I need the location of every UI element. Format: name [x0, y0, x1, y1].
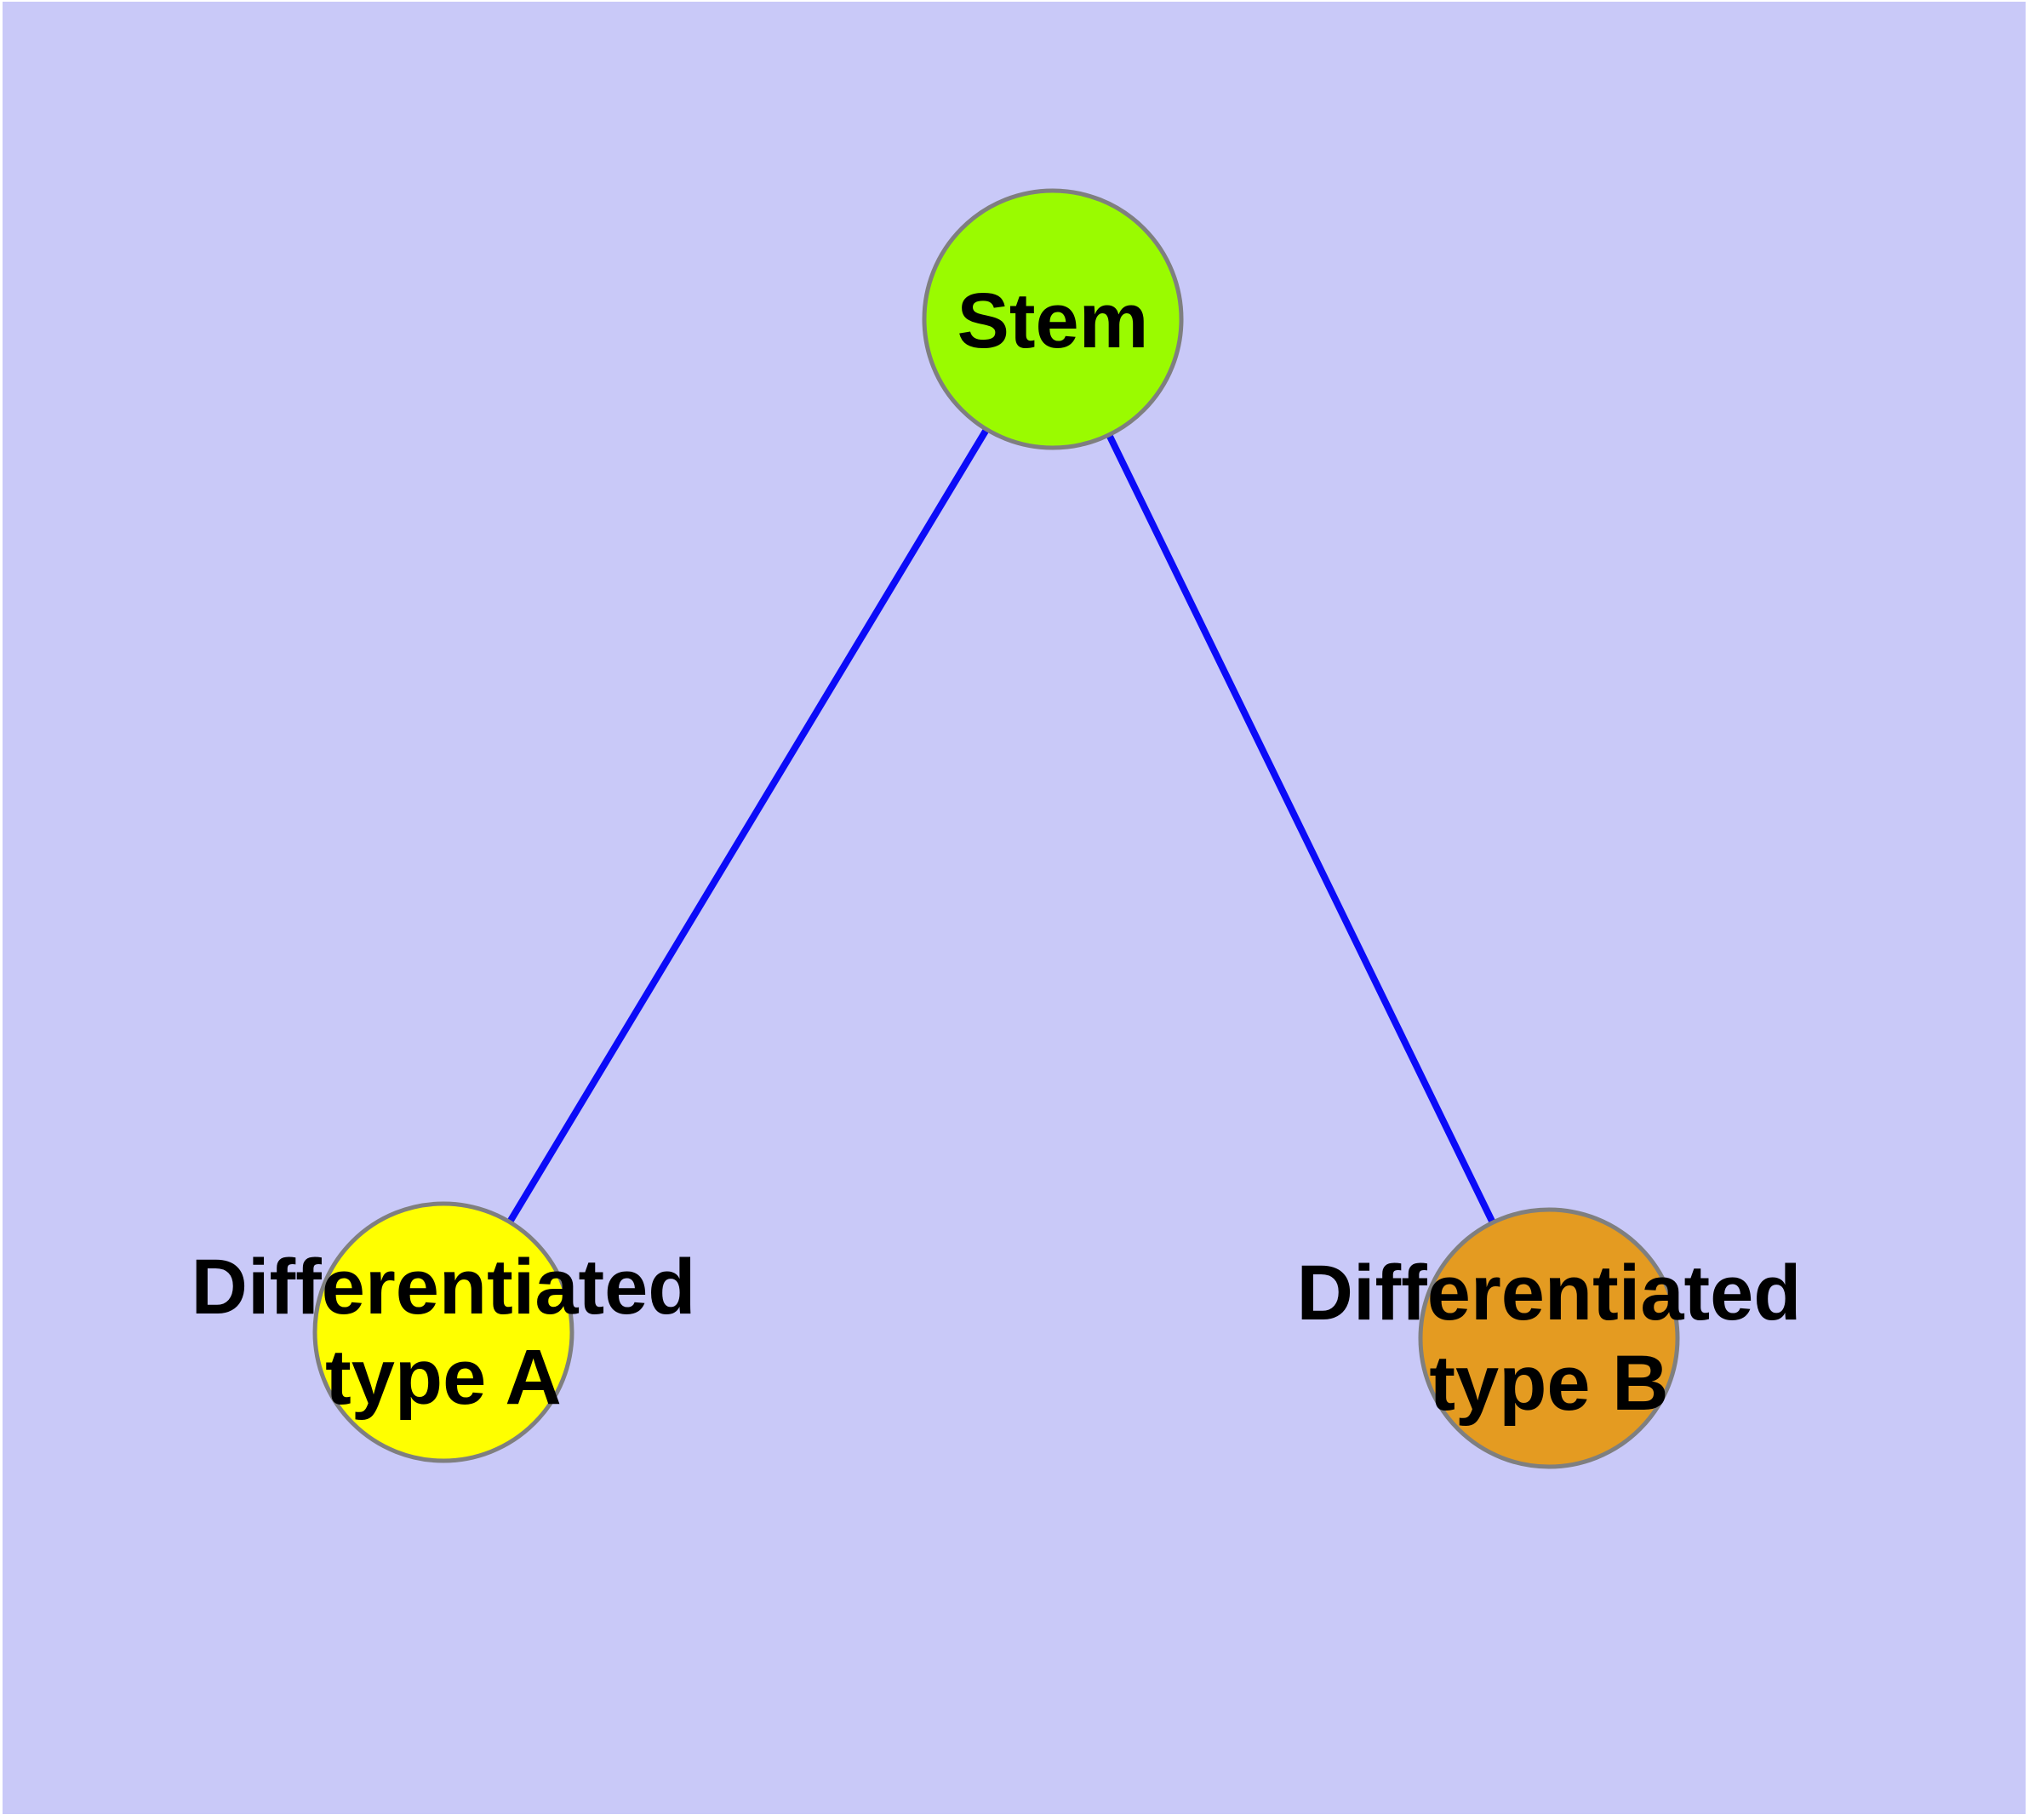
- node-differentiated-type-b-label-line2: type B: [1429, 1340, 1668, 1427]
- node-differentiated-type-a-label-line1: Differentiated: [191, 1244, 696, 1331]
- node-stem-circle: [922, 188, 1184, 450]
- edge-stem-to-differentiated-type-b: [1049, 318, 1552, 1340]
- node-differentiated-type-b-label-line1: Differentiated: [1297, 1250, 1802, 1336]
- node-stem-label: Stem: [957, 278, 1149, 364]
- node-differentiated-type-a-label-line2: type A: [325, 1334, 562, 1421]
- node-differentiated-type-b-circle: [1418, 1207, 1680, 1469]
- edge-stem-to-differentiated-type-a: [440, 317, 1056, 1335]
- node-differentiated-type-a-circle: [312, 1201, 574, 1463]
